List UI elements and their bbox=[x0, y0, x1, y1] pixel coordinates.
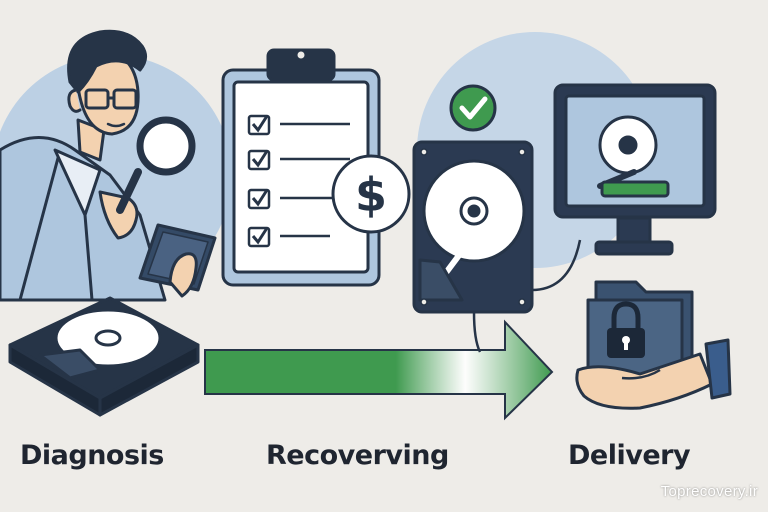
checklist-item bbox=[247, 226, 330, 248]
step-label-diagnosis: Diagnosis bbox=[20, 440, 164, 471]
cable bbox=[472, 311, 482, 353]
technician bbox=[0, 29, 217, 302]
checkmark-icon bbox=[449, 84, 497, 132]
checklist-item bbox=[247, 114, 350, 136]
hand-icon bbox=[575, 338, 732, 410]
lock-icon bbox=[607, 301, 645, 358]
step-label-delivery: Delivery bbox=[568, 440, 691, 471]
checklist-item bbox=[247, 188, 340, 210]
cable bbox=[531, 239, 582, 292]
monitor-icon bbox=[553, 83, 717, 256]
open-hard-drive bbox=[8, 296, 200, 417]
watermark: Toprecovery.ir bbox=[660, 483, 758, 500]
arrow-icon bbox=[204, 319, 554, 421]
checklist-items bbox=[247, 114, 350, 248]
checklist-item bbox=[247, 149, 350, 171]
svg-text:$: $ bbox=[355, 168, 387, 222]
hard-drive-icon bbox=[412, 140, 534, 314]
dollar-icon: $ bbox=[331, 154, 411, 234]
step-label-recovering: Recoverving bbox=[266, 440, 449, 471]
